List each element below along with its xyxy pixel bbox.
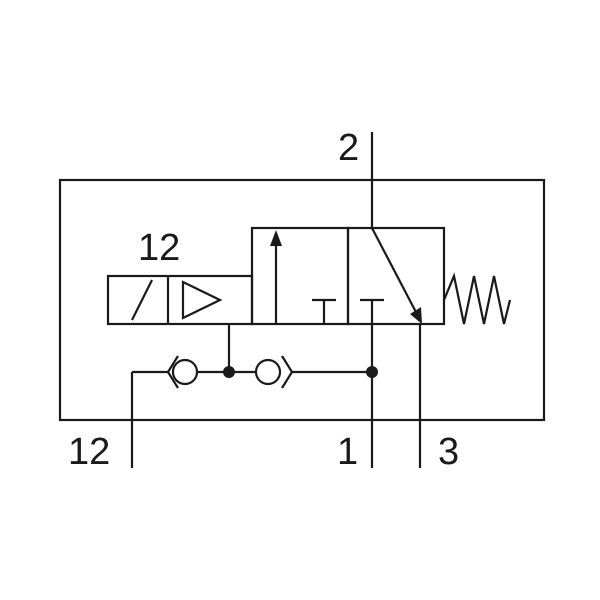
check-valve-icon-2 [254, 355, 294, 389]
label-port-1: 1 [337, 431, 358, 473]
blocked-port-left [312, 298, 336, 324]
label-port-3: 3 [438, 431, 459, 473]
port-12-line [130, 370, 168, 468]
check-valve-icon [167, 355, 199, 389]
label-port-2: 2 [338, 127, 359, 169]
junction-dot-supply [366, 366, 378, 378]
valve-body [250, 226, 446, 326]
solenoid-icon [106, 274, 254, 326]
blocked-port-right [360, 298, 384, 324]
flow-arrow-icon [270, 230, 282, 324]
label-port-12: 12 [68, 431, 110, 473]
label-solenoid-12: 12 [138, 227, 180, 269]
junction-dot-pilot [223, 366, 235, 378]
valve-housing [58, 178, 546, 422]
diagonal-flow-arrow-icon [371, 227, 422, 324]
spring-icon [442, 272, 512, 325]
